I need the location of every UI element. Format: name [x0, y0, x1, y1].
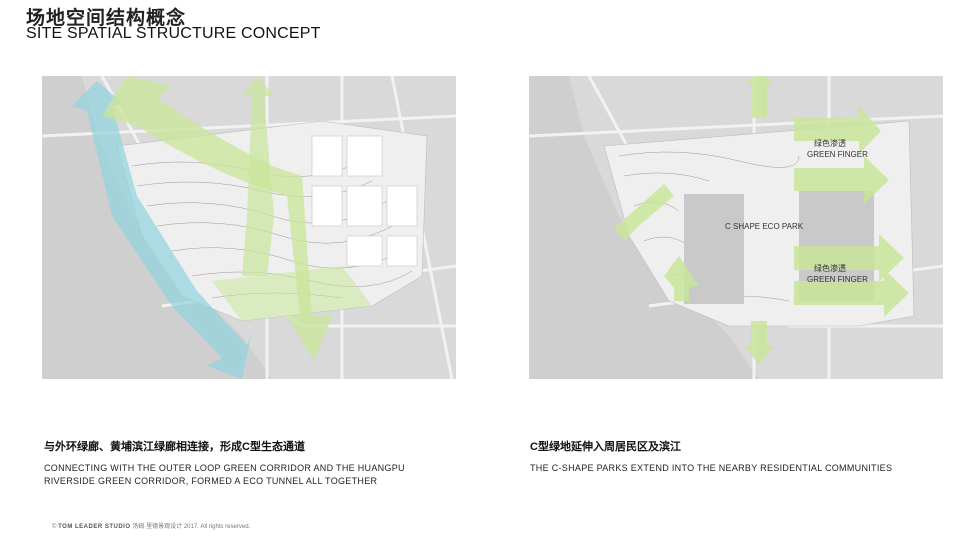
green-finger-top-cn: 绿色渗透 — [814, 138, 846, 148]
arrow-south — [744, 321, 774, 364]
right-caption-cn: C型绿地延伸入周居民区及滨江 — [530, 441, 681, 453]
arrow-north — [744, 76, 774, 118]
right-caption-en: THE C-SHAPE PARKS EXTEND INTO THE NEARBY… — [530, 463, 893, 473]
footer: © TOM LEADER STUDIO 汤姆·里德景观设计 2017. All … — [52, 521, 250, 530]
green-finger-bottom-en: GREEN FINGER — [807, 275, 868, 284]
arrow-east-4 — [794, 269, 909, 317]
green-finger-bottom-cn: 绿色渗透 — [814, 263, 846, 273]
right-site-map: 绿色渗透 GREEN FINGER C SHAPE ECO PARK 绿色渗透 … — [529, 76, 943, 379]
footer-brand: TOM LEADER STUDIO — [58, 524, 131, 530]
footer-brand-cn: 汤姆·里德景观设计 — [132, 524, 183, 530]
left-map-drawing — [42, 76, 456, 379]
blue-corridor-arrow — [72, 81, 252, 379]
arrow-east-1 — [794, 106, 881, 154]
left-caption-cn: 与外环绿廊、黄埔滨江绿廊相连接，形成C型生态通道 — [44, 441, 305, 453]
copyright-icon: © — [52, 524, 57, 530]
green-finger-arrows — [614, 76, 909, 364]
c-park-block-center — [684, 194, 744, 304]
left-site-map — [42, 76, 456, 379]
river-right — [529, 76, 759, 379]
page-title-en: SITE SPATIAL STRUCTURE CONCEPT — [26, 25, 321, 42]
arrow-east-3 — [794, 234, 904, 282]
green-vertical-arrow — [242, 76, 274, 276]
green-tail-area — [212, 266, 372, 321]
green-finger-top-en: GREEN FINGER — [807, 150, 868, 159]
page-title-cn: 场地空间结构概念 — [26, 8, 187, 29]
arrow-northwest — [614, 184, 674, 241]
arrow-west — [664, 256, 699, 301]
arrow-east-2 — [794, 156, 889, 204]
right-map-drawing: 绿色渗透 GREEN FINGER C SHAPE ECO PARK 绿色渗透 … — [529, 76, 943, 379]
footer-rights: 2017. All rights reserved. — [183, 524, 251, 530]
building-blocks — [311, 135, 418, 267]
green-loop-arrow — [102, 76, 332, 361]
left-caption-en-1: CONNECTING WITH THE OUTER LOOP GREEN COR… — [44, 463, 405, 473]
center-park-label: C SHAPE ECO PARK — [725, 222, 804, 231]
left-caption-en-2: RIVERSIDE GREEN CORRIDOR, FORMED A ECO T… — [44, 476, 378, 486]
